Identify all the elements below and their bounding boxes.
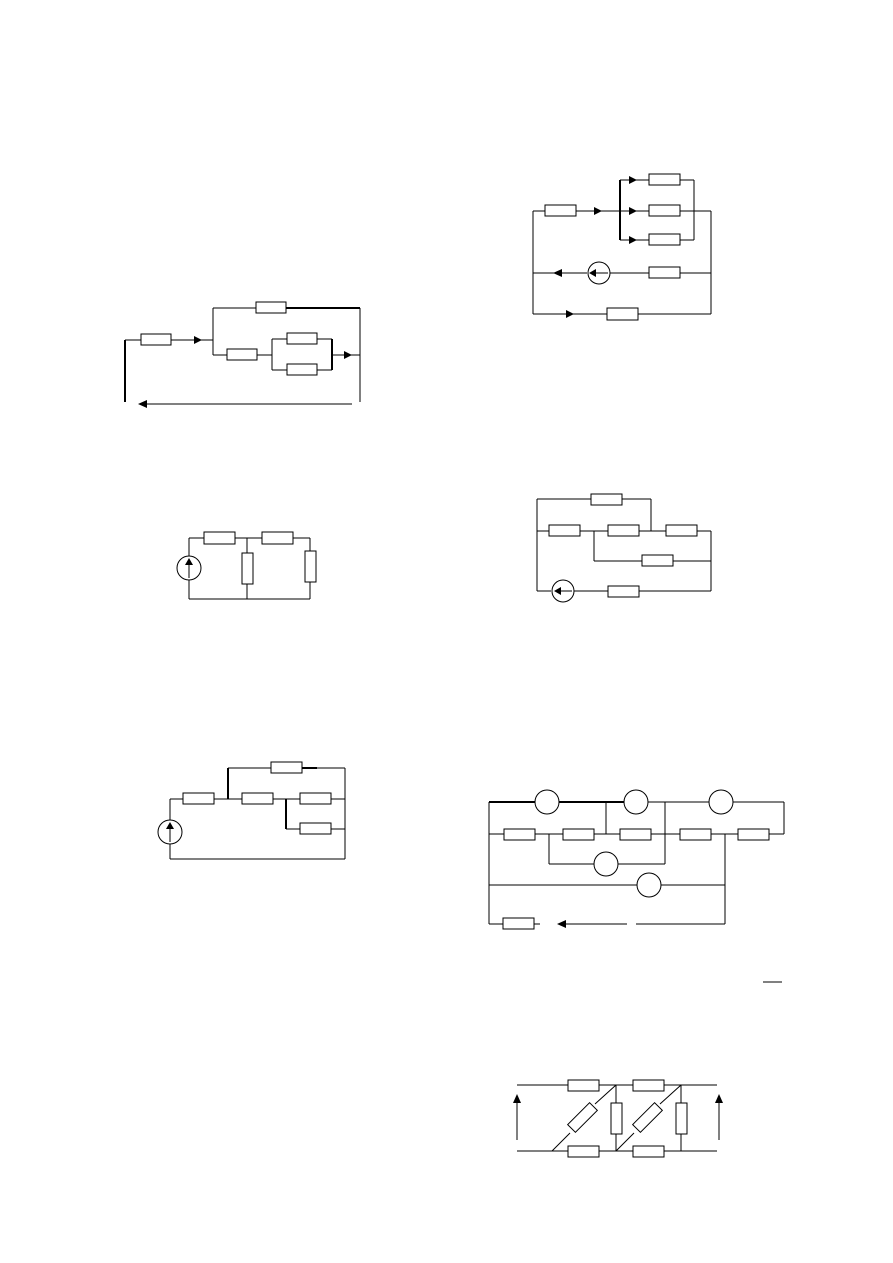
circuit-5 [157, 761, 346, 860]
circuit-1 [124, 301, 361, 408]
circuit-4 [536, 493, 712, 603]
resistor [241, 792, 274, 805]
current-arrow-icon [629, 236, 637, 244]
resistor [610, 1102, 623, 1135]
resistor [299, 792, 332, 805]
resistor [632, 1079, 665, 1092]
circuit-6 [488, 789, 785, 930]
source-icon [623, 789, 649, 815]
resistor [648, 204, 681, 217]
resistor [140, 333, 172, 346]
resistor [270, 761, 303, 774]
current-arrow-icon [138, 400, 147, 408]
circuit-7 [513, 1079, 723, 1158]
current-arrow-icon [589, 269, 596, 277]
current-arrow-icon [594, 207, 602, 215]
resistor [299, 822, 332, 835]
current-arrow-icon [185, 558, 193, 565]
resistor [203, 531, 236, 545]
resistor [648, 266, 681, 279]
source-icon [636, 872, 662, 898]
current-arrow-icon [553, 269, 562, 277]
resistor [631, 1101, 664, 1134]
wire [659, 1084, 682, 1105]
source-icon [593, 851, 619, 877]
voltage-arrow-icon [715, 1094, 723, 1103]
resistor [737, 828, 770, 841]
resistor [548, 524, 581, 537]
resistor [182, 792, 215, 805]
resistor [304, 550, 317, 583]
current-arrow-icon [166, 822, 174, 829]
resistor [241, 552, 254, 585]
wire [594, 1084, 617, 1105]
resistor [255, 301, 287, 314]
source-icon [708, 789, 734, 815]
resistor [567, 1079, 600, 1092]
resistor [544, 204, 577, 217]
resistor [619, 828, 652, 841]
circuit-3 [176, 531, 317, 600]
wire [551, 1132, 571, 1152]
resistor [502, 917, 535, 930]
resistor [679, 828, 712, 841]
resistor [566, 1101, 599, 1134]
current-arrow-icon [629, 176, 637, 184]
current-arrow-icon [566, 310, 574, 318]
resistor [641, 554, 674, 567]
circuit-2 [532, 173, 712, 321]
resistor [648, 173, 681, 186]
resistor [606, 307, 639, 321]
resistor [632, 1145, 665, 1158]
voltage-arrow-icon [513, 1094, 521, 1103]
resistor [648, 233, 681, 246]
resistor [562, 828, 595, 841]
resistor [665, 524, 698, 537]
current-arrow-icon [629, 207, 637, 215]
resistor [286, 363, 318, 376]
resistor [607, 524, 640, 537]
source-icon [534, 789, 560, 815]
resistor [226, 348, 258, 361]
resistor [503, 828, 536, 841]
resistor [286, 332, 318, 345]
resistor [590, 493, 623, 506]
wire [615, 1132, 635, 1152]
resistor [261, 531, 294, 545]
current-arrow-icon [344, 351, 352, 359]
resistor [607, 585, 640, 598]
resistor [675, 1102, 688, 1135]
current-arrow-icon [194, 336, 202, 344]
current-arrow-icon [557, 920, 566, 928]
current-arrow-icon [554, 587, 561, 595]
resistor [567, 1145, 600, 1158]
